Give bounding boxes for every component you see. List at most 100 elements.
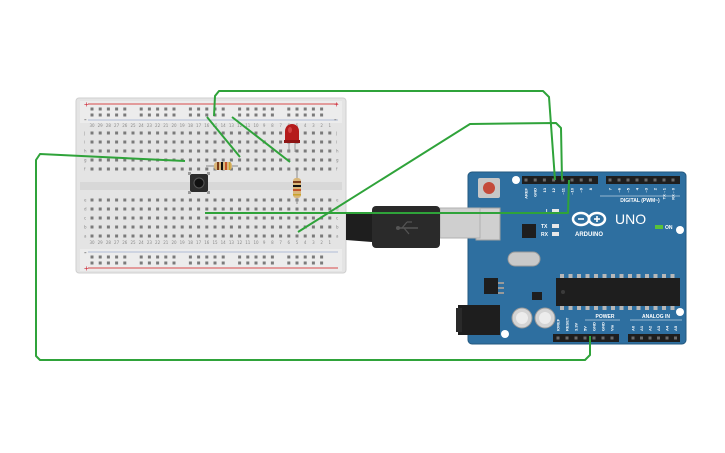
breadboard-hole bbox=[164, 149, 168, 153]
breadboard-hole bbox=[106, 149, 110, 153]
digital-pin[interactable] bbox=[570, 178, 574, 182]
analog-pin[interactable] bbox=[648, 336, 652, 340]
breadboard-hole bbox=[98, 198, 102, 202]
rail-hole bbox=[303, 107, 307, 111]
wire-pin13-to-rail[interactable] bbox=[213, 90, 556, 181]
breadboard-hole bbox=[320, 207, 324, 211]
breadboard-hole bbox=[205, 167, 209, 171]
breadboard-hole bbox=[139, 167, 143, 171]
breadboard-hole bbox=[311, 234, 315, 238]
power-pin[interactable] bbox=[583, 336, 587, 340]
resistor-vertical[interactable] bbox=[293, 170, 301, 204]
breadboard-hole bbox=[328, 149, 332, 153]
resistor-horizontal[interactable] bbox=[206, 162, 238, 170]
digital-pin[interactable] bbox=[561, 178, 565, 182]
column-number: 9 bbox=[263, 240, 266, 245]
usb-icon bbox=[396, 221, 418, 235]
breadboard-hole bbox=[279, 207, 283, 211]
digital-pin[interactable] bbox=[662, 178, 666, 182]
rail-hole bbox=[172, 113, 176, 117]
digital-pin[interactable] bbox=[533, 178, 537, 182]
breadboard-hole bbox=[139, 158, 143, 162]
rail-hole bbox=[98, 107, 102, 111]
rail-hole bbox=[246, 255, 250, 259]
breadboard-hole bbox=[90, 131, 94, 135]
digital-pin[interactable] bbox=[644, 178, 648, 182]
digital-pin[interactable] bbox=[671, 178, 675, 182]
breadboard-hole bbox=[303, 216, 307, 220]
rail-hole bbox=[270, 107, 274, 111]
breadboard-hole bbox=[238, 158, 242, 162]
breadboard-hole bbox=[172, 140, 176, 144]
wire-rail-to-resistor[interactable] bbox=[206, 116, 241, 158]
analog-pin[interactable] bbox=[674, 336, 677, 340]
digital-pin[interactable] bbox=[626, 178, 630, 182]
analog-pin[interactable] bbox=[640, 336, 643, 340]
breadboard-hole bbox=[147, 167, 151, 171]
wire-pin12-to-breadboard[interactable] bbox=[205, 179, 570, 214]
power-pin[interactable] bbox=[610, 336, 614, 340]
rail-hole bbox=[238, 107, 242, 111]
breadboard-hole bbox=[328, 234, 332, 238]
digital-pin[interactable] bbox=[653, 178, 657, 182]
analog-pin[interactable] bbox=[631, 336, 635, 340]
rail-hole bbox=[287, 261, 291, 265]
digital-pin[interactable] bbox=[588, 178, 592, 182]
breadboard-hole bbox=[197, 158, 201, 162]
digital-pin-label: 8 bbox=[588, 187, 593, 190]
breadboard-hole bbox=[270, 131, 274, 135]
reset-button[interactable] bbox=[478, 178, 500, 198]
digital-pin[interactable] bbox=[635, 178, 639, 182]
power-pin[interactable] bbox=[556, 336, 560, 340]
digital-pin[interactable] bbox=[608, 178, 612, 182]
power-pin[interactable] bbox=[574, 336, 578, 340]
dc-power-jack[interactable] bbox=[456, 305, 500, 335]
digital-pin[interactable] bbox=[579, 178, 583, 182]
power-pin[interactable] bbox=[565, 336, 569, 340]
breadboard-hole bbox=[156, 216, 160, 220]
breadboard-hole bbox=[320, 131, 324, 135]
breadboard-hole bbox=[328, 216, 332, 220]
power-pin[interactable] bbox=[601, 336, 605, 340]
digital-pin[interactable] bbox=[542, 178, 546, 182]
breadboard-hole bbox=[221, 225, 225, 229]
breadboard-hole bbox=[188, 167, 192, 171]
rail-sign-top-minus-right: - bbox=[334, 115, 337, 124]
rail-sign-top-plus: + bbox=[84, 100, 89, 109]
breadboard-hole bbox=[106, 140, 110, 144]
digital-pin[interactable] bbox=[524, 178, 528, 182]
breadboard-hole bbox=[188, 149, 192, 153]
rail-hole bbox=[320, 107, 324, 111]
breadboard-hole bbox=[139, 234, 143, 238]
usb-cable[interactable] bbox=[346, 206, 501, 248]
rail-hole bbox=[90, 107, 94, 111]
breadboard-hole bbox=[262, 207, 266, 211]
breadboard-hole bbox=[320, 234, 324, 238]
wire-gnd-to-led[interactable] bbox=[231, 116, 291, 163]
power-pin-label: 3.3V bbox=[574, 322, 579, 331]
column-number: 11 bbox=[245, 240, 251, 245]
rail-hole bbox=[197, 107, 201, 111]
power-pin[interactable] bbox=[592, 336, 596, 340]
red-led[interactable] bbox=[284, 124, 300, 152]
analog-pin[interactable] bbox=[665, 336, 669, 340]
rail-sign-top-minus: - bbox=[84, 115, 87, 124]
rail-hole bbox=[246, 113, 250, 117]
column-number: 25 bbox=[130, 123, 136, 128]
analog-pin[interactable] bbox=[657, 336, 660, 340]
breadboard-hole bbox=[295, 167, 299, 171]
breadboard-hole bbox=[254, 234, 258, 238]
row-letter: f bbox=[336, 167, 338, 172]
breadboard[interactable]: 3030292928282727262625252424232322222121… bbox=[75, 97, 347, 274]
breadboard-hole bbox=[139, 149, 143, 153]
pushbutton[interactable] bbox=[188, 172, 210, 194]
digital-pin-label: 7 bbox=[608, 187, 613, 190]
wire-5v-to-button[interactable] bbox=[35, 153, 591, 361]
breadboard-hole bbox=[156, 131, 160, 135]
digital-pin[interactable] bbox=[617, 178, 621, 182]
digital-pin[interactable] bbox=[552, 178, 556, 182]
breadboard-hole bbox=[311, 225, 315, 229]
wire-pin11-to-breadboard[interactable] bbox=[297, 122, 563, 233]
